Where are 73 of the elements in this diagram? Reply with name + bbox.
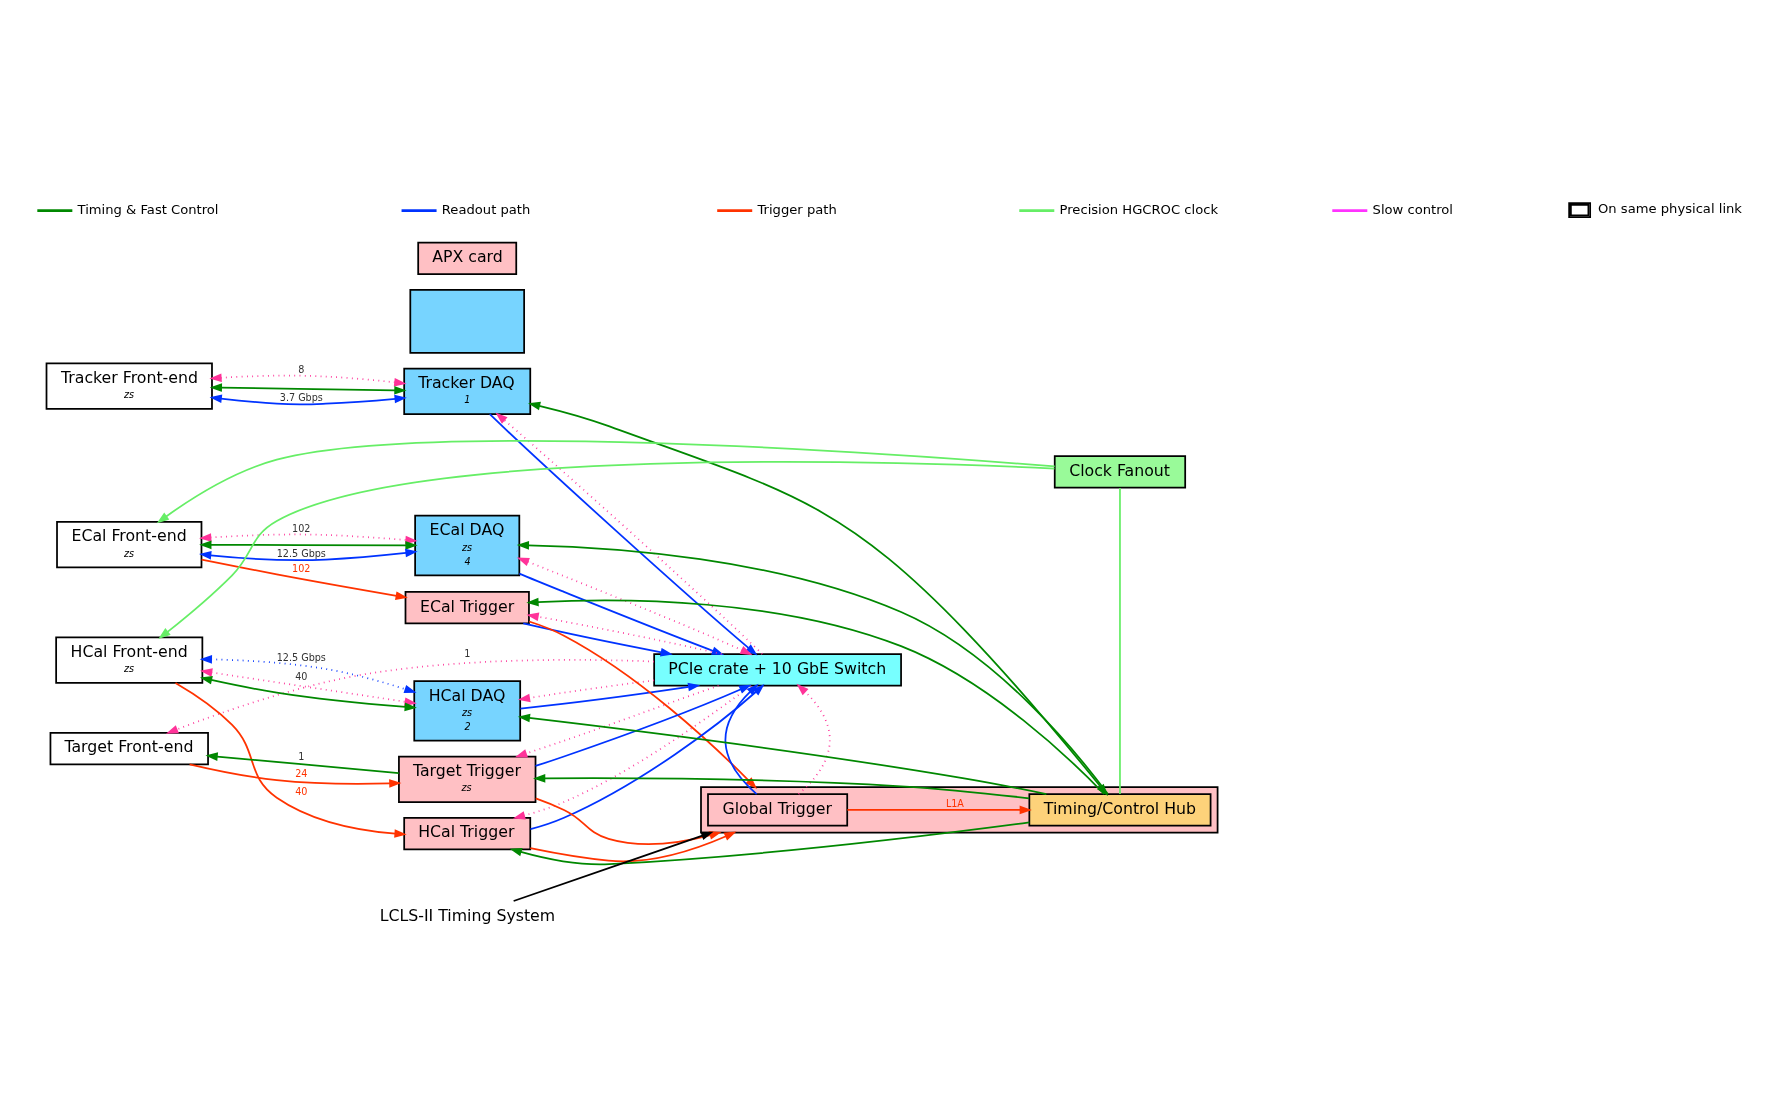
arrow [529, 683, 765, 830]
edge-label: 40 [295, 670, 308, 682]
arrow [515, 684, 720, 757]
arrow [205, 751, 400, 774]
node-box: HCal Trigger [403, 816, 532, 850]
edge-label: 102 [292, 522, 311, 534]
arrow [526, 597, 1106, 795]
arrow [512, 831, 714, 902]
arrow [534, 797, 722, 845]
node-box: APX card [417, 241, 518, 275]
arrow [188, 763, 402, 788]
arrow [533, 773, 1030, 799]
arrow [516, 557, 753, 655]
arrow [209, 382, 407, 395]
node-box: HCal Front-end zs [55, 636, 204, 684]
legend-label: Timing & Fast Control [77, 201, 219, 217]
node-box: Global Trigger [707, 792, 849, 827]
edge-label: L1A [945, 797, 964, 809]
arrow [165, 658, 655, 734]
legend-label: Trigger path [757, 201, 837, 217]
node-box: ECal Trigger [404, 590, 530, 624]
arrow [529, 831, 737, 862]
node-box: Target Trigger zs [398, 755, 537, 803]
node-box: ECal Front-end zs [56, 520, 203, 568]
arrow [846, 805, 1032, 814]
edge-label: 3.7 Gbps [279, 391, 323, 403]
node-box: Timing/Control Hub [1028, 792, 1212, 827]
arrow [517, 679, 655, 702]
node-box [409, 288, 525, 354]
arrow [534, 684, 752, 767]
arrow [156, 439, 1056, 523]
arrow [528, 620, 758, 789]
arrow [199, 654, 417, 693]
node-box: Tracker Front-end zs [45, 362, 213, 410]
edge-label: 102 [292, 562, 311, 574]
node-text: LCLS-II Timing System [379, 905, 556, 925]
arrow [512, 684, 753, 819]
arrow [796, 683, 831, 795]
arrow [519, 682, 701, 709]
arrow [200, 667, 417, 706]
legend-label: Readout path [441, 201, 531, 217]
legend-label: On same physical link [1598, 200, 1742, 216]
node-box: PCIe crate + 10 GbE Switch [653, 652, 902, 686]
arrow [199, 532, 418, 544]
edge-label: 12.5 Gbps [276, 651, 326, 663]
edge-label: 40 [295, 785, 308, 797]
node-box: Clock Fanout [1053, 454, 1187, 489]
arrow [209, 373, 407, 387]
arrow [174, 681, 407, 838]
arrow [724, 683, 759, 795]
arrow [526, 612, 723, 655]
legend-label: Precision HGCROC clock [1059, 201, 1218, 217]
node-box: Tracker DAQ 1 [403, 367, 532, 415]
node-box: Target Front-end [49, 731, 209, 765]
legend-label: Slow control [1372, 201, 1453, 217]
arrow [518, 572, 725, 655]
connector [1119, 486, 1121, 795]
edge-label: 1 [464, 647, 471, 659]
edge-label: 12.5 Gbps [276, 547, 326, 559]
arrow [199, 540, 418, 550]
edge-label: 1 [298, 750, 305, 762]
edge-label: 24 [295, 767, 308, 779]
arrow [200, 558, 408, 600]
arrow [199, 548, 418, 561]
edge-label: 8 [298, 363, 305, 375]
node-box: ECal DAQ zs 4 [414, 514, 521, 576]
arrow [517, 713, 1048, 795]
arrow [209, 394, 407, 405]
node-box: HCal DAQ zs 2 [413, 679, 522, 742]
arrow [158, 460, 1056, 639]
arrow [522, 622, 673, 656]
arrow [199, 675, 417, 711]
arrow [509, 821, 1031, 865]
